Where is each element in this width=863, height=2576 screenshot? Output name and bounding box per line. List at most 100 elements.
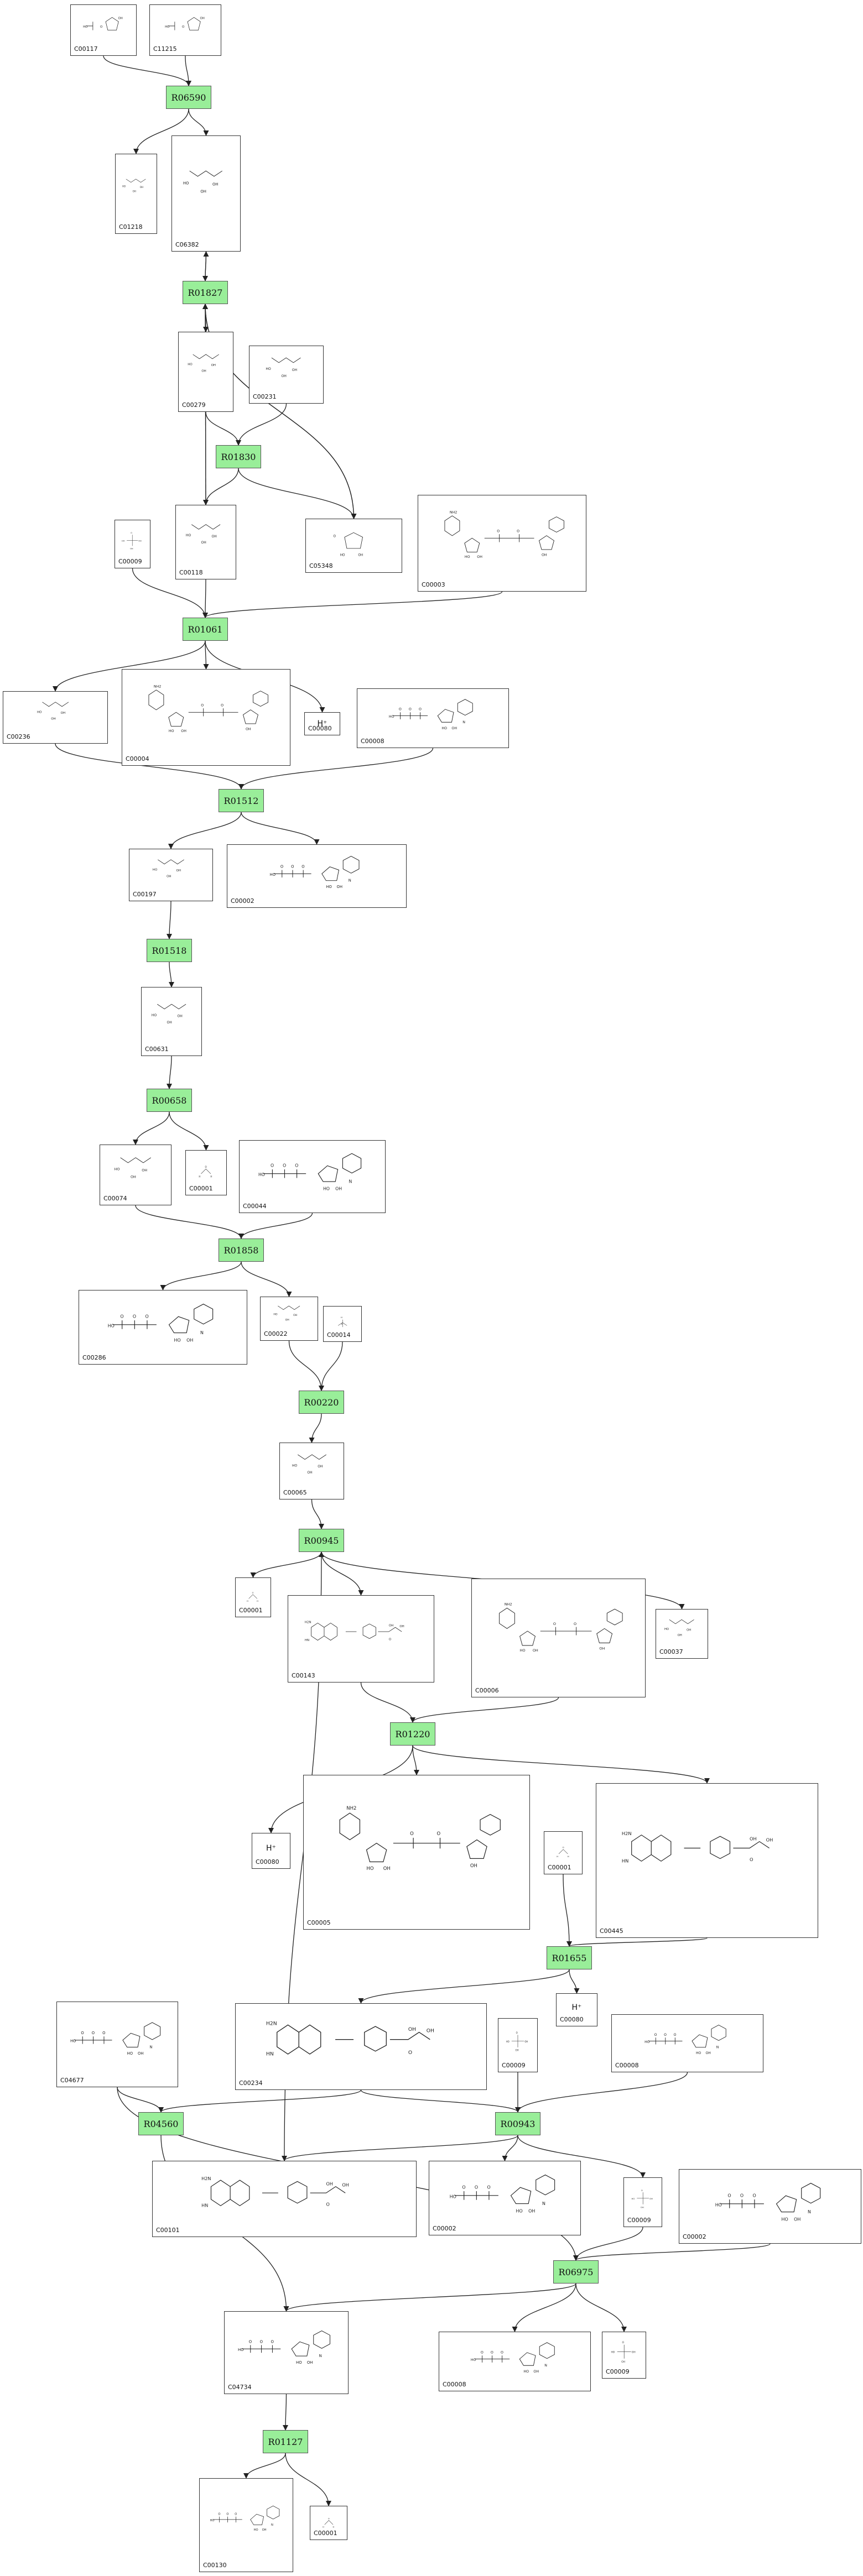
reaction-r01512[interactable]: R01512: [219, 789, 264, 812]
edge-c04734-to-r01127: [283, 2394, 289, 2431]
reaction-r00943[interactable]: R00943: [495, 2112, 540, 2135]
reaction-r01127[interactable]: R01127: [263, 2430, 308, 2453]
reaction-r00945[interactable]: R00945: [299, 1529, 344, 1552]
svg-text:OH: OH: [794, 2217, 800, 2222]
reaction-r06975[interactable]: R06975: [553, 2260, 599, 2284]
reaction-r01655[interactable]: R01655: [547, 1946, 592, 1969]
svg-text:OH: OH: [534, 2370, 539, 2374]
edge-c00074-to-r01858: [135, 1205, 244, 1239]
svg-text:OH: OH: [51, 718, 55, 721]
formula-label: H⁺: [266, 1843, 276, 1853]
svg-text:OH: OH: [138, 2051, 143, 2056]
compound-id-label: C05348: [309, 562, 333, 569]
svg-text:H: H: [247, 1600, 248, 1602]
svg-text:HO: HO: [471, 2359, 476, 2363]
svg-text:HO: HO: [127, 2051, 132, 2056]
reaction-r01858[interactable]: R01858: [219, 1239, 264, 1262]
edge-r00658-to-c00074: [133, 1111, 170, 1145]
reaction-r00220[interactable]: R00220: [299, 1391, 344, 1414]
formula-label: H⁺: [571, 2003, 582, 2013]
svg-text:OH: OH: [383, 1866, 391, 1871]
svg-text:O: O: [133, 1314, 136, 1319]
edge-c00236-to-r01512: [55, 743, 244, 790]
reaction-r06590[interactable]: R06590: [166, 86, 211, 109]
compound-id-label: C00002: [231, 897, 254, 905]
compound-id-label: C00080: [256, 1858, 279, 1866]
edge-c11215-to-r06590: [185, 55, 191, 86]
compound-c00080[interactable]: H⁺C00080: [304, 712, 340, 735]
svg-text:OH: OH: [282, 374, 287, 378]
svg-text:HO: HO: [506, 2040, 510, 2043]
svg-text:NH2: NH2: [346, 1805, 356, 1811]
reaction-r01518[interactable]: R01518: [147, 939, 192, 962]
reaction-r04560[interactable]: R04560: [138, 2112, 184, 2135]
svg-text:HO: HO: [292, 1464, 297, 1467]
reaction-r00658[interactable]: R00658: [147, 1089, 192, 1112]
svg-text:OH: OH: [293, 1314, 298, 1317]
svg-text:OH: OH: [528, 2208, 535, 2213]
edge-r06590-to-c01218: [133, 108, 189, 154]
svg-text:HO: HO: [781, 2217, 788, 2222]
compound-c00080[interactable]: H⁺C00080: [556, 1993, 597, 2026]
compound-id-label: C00008: [615, 2062, 639, 2069]
compound-id-label: C00080: [308, 725, 332, 732]
svg-text:O: O: [295, 1163, 299, 1168]
compound-id-label: C06382: [175, 241, 199, 248]
svg-text:O: O: [622, 2341, 624, 2344]
compound-c00080[interactable]: H⁺ C00080: [252, 1833, 290, 1869]
svg-text:OH: OH: [186, 1337, 193, 1342]
reaction-r01830[interactable]: R01830: [216, 445, 261, 468]
svg-text:OH: OH: [706, 2051, 711, 2055]
reaction-r01220[interactable]: R01220: [390, 1722, 435, 1746]
compound-id-label: C00117: [74, 45, 98, 53]
svg-text:OH: OH: [201, 370, 206, 373]
reaction-r01827[interactable]: R01827: [183, 281, 228, 304]
reaction-r01061[interactable]: R01061: [183, 618, 228, 641]
